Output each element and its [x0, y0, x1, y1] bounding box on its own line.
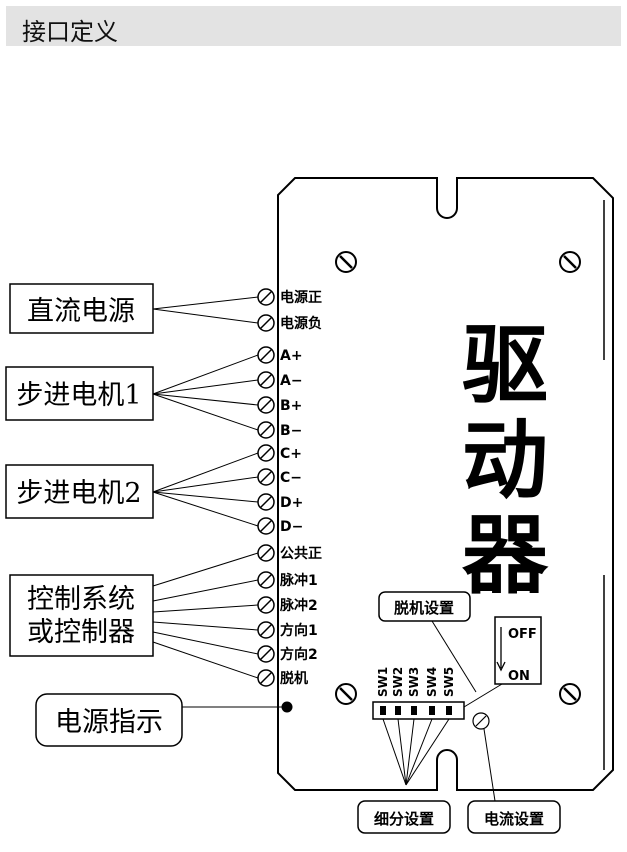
terminal-14: 方向1 [257, 621, 318, 639]
motor1-label: 步进电机1 [16, 380, 141, 411]
terminal-12: 脉冲1 [257, 571, 318, 589]
potentiometer-icon [472, 712, 490, 730]
terminal-slot-icon [259, 316, 273, 330]
terminal-label: A+ [280, 348, 303, 364]
offline-leader-line [431, 620, 477, 693]
off-label: OFF [508, 627, 537, 642]
section-title: 接口定义 [22, 18, 118, 46]
terminal-slot-icon [259, 519, 273, 533]
control-system-box [9, 574, 154, 657]
terminal-label: C+ [280, 446, 302, 462]
dc-power-label: 直流电源 [27, 296, 135, 327]
terminal-slot-icon [259, 623, 273, 637]
terminal-7: C+ [257, 444, 302, 462]
offline-setting-label: 脱机设置 [394, 599, 454, 617]
dc-power-box [9, 283, 154, 334]
terminal-slot-icon [259, 373, 273, 387]
microstep-setting-box [357, 800, 451, 834]
terminal-5: B+ [257, 396, 302, 414]
terminal-label: 方向2 [280, 646, 318, 663]
section-header: 接口定义 [6, 6, 621, 46]
terminal-label: A− [280, 373, 303, 389]
terminal-4: A− [257, 371, 303, 389]
terminal-label: D− [280, 519, 303, 535]
offline-setting-box [378, 591, 471, 622]
terminal-label: B− [280, 423, 302, 439]
dip-switch-1[interactable] [380, 706, 386, 715]
current-setting-box [467, 800, 561, 834]
terminal-slot-icon [259, 290, 273, 304]
terminal-label: 电源负 [280, 315, 322, 332]
terminal-slot-icon [259, 546, 273, 560]
sw5-leader-line [463, 683, 503, 708]
terminal-label: C− [280, 470, 302, 486]
dip-switch-4[interactable] [429, 706, 435, 715]
dip-switch-5[interactable] [446, 706, 452, 715]
terminal-slot-icon [259, 598, 273, 612]
device-title-char: 器 [462, 506, 549, 606]
terminal-slot-icon [259, 446, 273, 460]
terminal-slot-icon [259, 671, 273, 685]
terminal-slot-icon [259, 647, 273, 661]
device-title-char: 驱 [462, 316, 548, 416]
terminal-slot-icon [259, 495, 273, 509]
off-on-indicator-box [494, 616, 542, 685]
terminal-slot-icon [259, 573, 273, 587]
terminal-label: 脱机 [280, 670, 308, 687]
terminal-16: 脱机 [257, 669, 308, 687]
terminal-2: 电源负 [257, 314, 322, 332]
terminal-11: 公共正 [257, 544, 322, 562]
terminal-slot-icon [259, 348, 273, 362]
terminal-slot-icon [259, 470, 273, 484]
motor2-label: 步进电机2 [16, 478, 141, 509]
device-outline [277, 177, 614, 791]
current-setting-label: 电流设置 [484, 810, 544, 828]
terminal-label: D+ [280, 495, 303, 511]
dip-switch-2[interactable] [395, 706, 401, 715]
dip-switch-3[interactable] [411, 706, 417, 715]
terminal-10: D− [257, 517, 303, 535]
screw-icon [559, 683, 581, 705]
motor1-box [5, 366, 154, 421]
terminal-label: 脉冲1 [279, 572, 318, 589]
screw-icon [335, 683, 357, 705]
terminal-15: 方向2 [257, 645, 318, 663]
motor2-box [5, 464, 154, 519]
connection-lines [152, 296, 284, 708]
terminal-6: B− [257, 421, 302, 439]
terminal-3: A+ [257, 346, 303, 364]
terminal-13: 脉冲2 [257, 596, 318, 614]
terminal-label: 电源正 [280, 289, 322, 306]
dip-switch-label: SW2 [391, 667, 405, 697]
arrow-head-icon [496, 661, 506, 672]
dip-switch-label: SW3 [407, 667, 421, 697]
power-indicator-box [35, 693, 183, 747]
microstep-setting-label: 细分设置 [374, 810, 434, 828]
terminal-8: C− [257, 468, 302, 486]
terminal-label: 公共正 [280, 545, 322, 562]
terminal-label: 方向1 [280, 622, 318, 639]
dip-switch-label: SW5 [442, 667, 456, 697]
terminal-slot-icon [259, 398, 273, 412]
screw-icon [335, 251, 357, 273]
terminal-label: 脉冲2 [279, 597, 318, 614]
microstep-leader-lines [382, 718, 450, 786]
power-led-icon [281, 701, 293, 713]
control-system-label: 控制系统 [27, 584, 135, 615]
on-label: ON [508, 669, 530, 684]
dip-switch-label: SW4 [425, 667, 439, 697]
current-leader-line [483, 728, 496, 802]
terminal-1: 电源正 [257, 288, 322, 306]
power-indicator-label: 电源指示 [55, 707, 163, 738]
control-system-label: 或控制器 [27, 617, 135, 648]
device-title-char: 动 [462, 411, 548, 511]
terminal-label: B+ [280, 398, 302, 414]
terminal-9: D+ [257, 493, 303, 511]
dip-switch-label: SW1 [376, 667, 390, 697]
screw-icon [559, 251, 581, 273]
terminal-slot-icon [259, 423, 273, 437]
